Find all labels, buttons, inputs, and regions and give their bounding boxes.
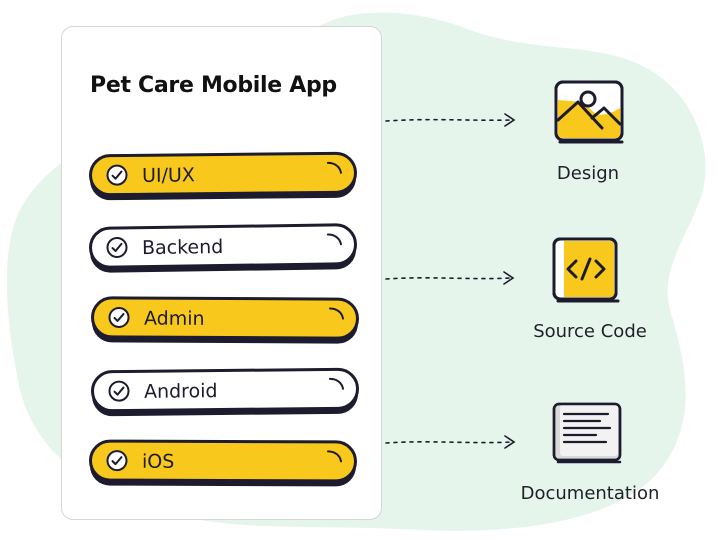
connector-documentation — [385, 435, 516, 449]
code-icon — [552, 237, 620, 303]
output-label-documentation: Documentation — [520, 483, 660, 504]
output-label-source-code: Source Code — [533, 321, 647, 342]
card-title: Pet Care Mobile App — [90, 73, 337, 98]
check-icon — [106, 450, 128, 472]
check-icon — [106, 164, 128, 186]
item-ui-ux: UI/UX — [88, 151, 358, 197]
item-backend: Backend — [88, 223, 358, 269]
document-icon — [552, 402, 622, 464]
gloss-mark — [329, 307, 344, 320]
gloss-mark — [328, 377, 344, 390]
check-icon — [108, 306, 130, 328]
output-label-design: Design — [556, 163, 620, 184]
item-android: Android — [90, 367, 360, 413]
check-icon — [106, 236, 128, 258]
item-admin: Admin — [90, 296, 360, 340]
check-icon — [108, 380, 130, 402]
gloss-mark — [327, 450, 342, 463]
item-ios: iOS — [88, 439, 358, 483]
connector-design — [385, 113, 516, 127]
project-card: Pet Care Mobile App — [61, 26, 382, 520]
image-icon — [554, 80, 624, 144]
gloss-mark — [326, 233, 342, 246]
connector-source-code — [385, 271, 515, 285]
gloss-mark — [326, 161, 342, 174]
